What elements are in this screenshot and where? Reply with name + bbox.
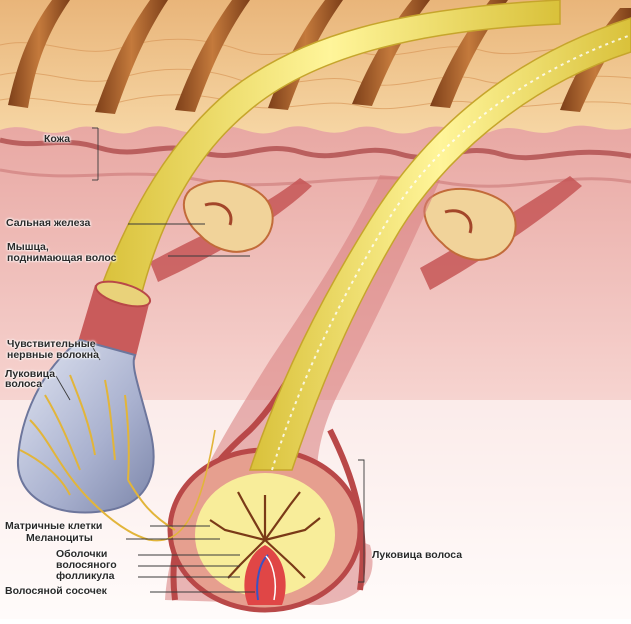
- label-sensory-fibers-line2: нервные волокна: [7, 349, 99, 361]
- label-sensory-fibers-line1: Чувствительные: [7, 338, 96, 350]
- label-arrector-muscle-line1: Мышца,: [7, 241, 49, 253]
- hair-shaft-main: [248, 17, 631, 471]
- leader-lines: [55, 127, 365, 593]
- label-bulb-left-line2: волоса: [5, 378, 43, 390]
- left-bulb: [16, 338, 216, 542]
- sebaceous-glands: [182, 179, 517, 261]
- label-sheaths-line2: волосяного: [56, 559, 117, 571]
- label-skin: Кожа: [44, 133, 71, 145]
- label-sheaths-line1: Оболочки: [56, 548, 108, 560]
- cut-follicle: [78, 280, 152, 360]
- label-sebaceous-gland: Сальная железа: [6, 217, 91, 229]
- label-bulb-right: Луковица волоса: [372, 549, 463, 561]
- hair-shaft-left: [99, 0, 561, 301]
- label-arrector-muscle-line2: поднимающая волос: [7, 252, 117, 264]
- label-melanocytes: Меланоциты: [26, 532, 93, 544]
- label-papilla: Волосяной сосочек: [5, 585, 107, 597]
- label-sheaths-line3: фолликула: [56, 570, 115, 582]
- label-matrix-cells: Матричные клетки: [5, 520, 103, 532]
- label-bulb-left-line1: Луковица: [5, 368, 56, 380]
